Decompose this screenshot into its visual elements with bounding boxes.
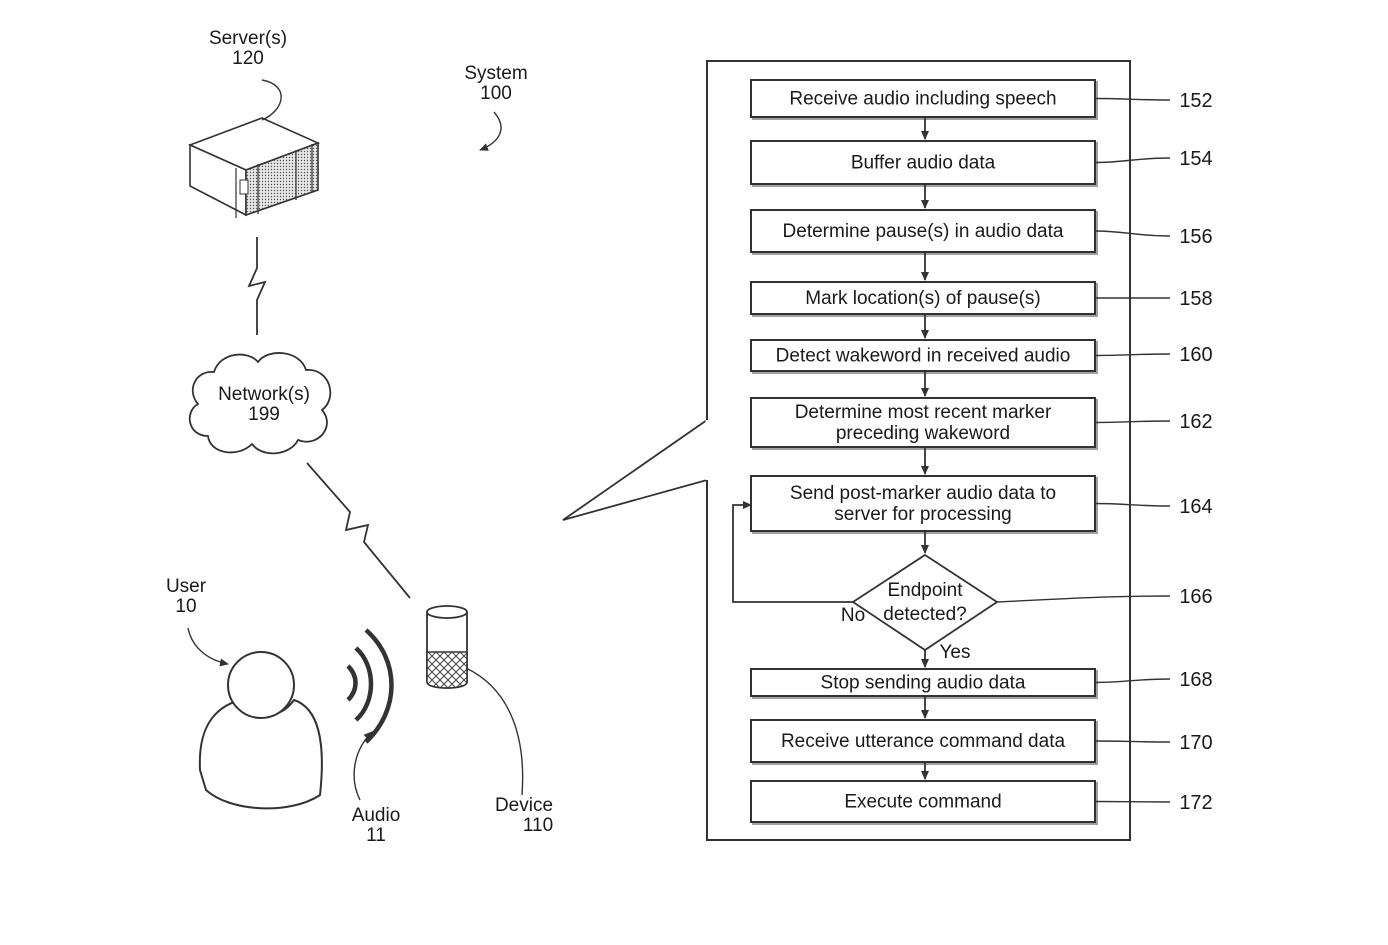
step-ref: 172	[1179, 792, 1212, 814]
ref-leader	[1094, 800, 1171, 803]
step-ref: 156	[1179, 226, 1212, 248]
step-160: Detect wakeword in received audio 160	[750, 339, 1213, 372]
device-icon	[426, 605, 468, 689]
decision-ref: 166	[1179, 586, 1212, 608]
audio-ref: 11	[366, 825, 386, 846]
audio-label: Audio	[352, 805, 401, 826]
step-168: Stop sending audio data 168	[750, 668, 1213, 697]
user-label: User	[166, 576, 207, 597]
decision-text-line1: Endpoint	[887, 580, 963, 601]
step-text: Stop sending audio data	[821, 673, 1026, 694]
step-ref: 160	[1179, 344, 1212, 366]
server-leader-line	[261, 79, 282, 121]
device-leader-line	[465, 667, 524, 796]
callout-wedge	[562, 419, 708, 521]
step-ref: 154	[1179, 148, 1212, 170]
decision-yes-label: Yes	[940, 642, 971, 663]
audio-pointer	[353, 731, 373, 801]
server-label: Server(s)	[209, 28, 287, 49]
ref-leader	[1094, 678, 1171, 684]
ref-leader	[1094, 97, 1171, 101]
ref-leader	[1094, 420, 1171, 424]
step-text: Mark location(s) of pause(s)	[805, 288, 1040, 309]
step-box	[750, 397, 1096, 448]
step-152: Receive audio including speech 152	[750, 79, 1213, 118]
ref-leader	[1094, 740, 1171, 743]
decision-ref-leader	[996, 595, 1171, 603]
step-154: Buffer audio data 154	[750, 140, 1213, 185]
step-text: server for processing	[834, 504, 1011, 525]
step-ref: 162	[1179, 411, 1212, 433]
user-ref: 10	[175, 596, 196, 617]
network-label: Network(s)	[218, 384, 310, 405]
step-text: Execute command	[844, 792, 1001, 813]
network-device-link	[306, 462, 411, 599]
user-pointer	[187, 627, 229, 667]
step-text: Receive utterance command data	[781, 731, 1066, 752]
server-network-link	[247, 237, 267, 335]
step-text: preceding wakeword	[836, 423, 1010, 444]
decision-no-label: No	[841, 605, 865, 626]
step-text: Buffer audio data	[851, 153, 996, 174]
step-172: Execute command 172	[750, 780, 1213, 823]
step-ref: 168	[1179, 669, 1212, 691]
step-ref: 170	[1179, 732, 1212, 754]
decision-text-line2: detected?	[883, 604, 966, 625]
step-box	[750, 780, 1096, 823]
server-icon	[187, 117, 321, 218]
step-170: Receive utterance command data 170	[750, 719, 1213, 763]
system-ref: 100	[480, 83, 512, 104]
ref-leader	[1094, 230, 1171, 237]
ref-leader	[1094, 502, 1171, 507]
step-text: Determine most recent marker	[795, 402, 1052, 423]
step-box	[750, 281, 1096, 315]
step-text: Send post-marker audio data to	[790, 483, 1056, 504]
audio-waves-icon	[346, 628, 394, 744]
ref-leader	[1094, 157, 1171, 164]
step-box	[750, 339, 1096, 372]
step-text: Detect wakeword in received audio	[776, 346, 1071, 367]
device-label: Device	[495, 795, 553, 816]
step-ref: 164	[1179, 496, 1212, 518]
step-ref: 158	[1179, 288, 1212, 310]
user-icon	[198, 651, 323, 810]
step-156: Determine pause(s) in audio data 156	[750, 209, 1213, 253]
server-ref: 120	[232, 48, 264, 69]
decision-endpoint-detected: Endpoint detected?	[851, 553, 999, 652]
step-text: Receive audio including speech	[789, 89, 1056, 110]
flowchart: Receive audio including speech 152Buffer …	[750, 79, 1213, 823]
step-box	[750, 79, 1096, 118]
device-ref: 110	[523, 815, 553, 836]
loop-back-arrow	[732, 501, 853, 603]
system-label: System	[464, 63, 527, 84]
step-box	[750, 719, 1096, 763]
step-box	[750, 140, 1096, 185]
system-pointer	[479, 111, 502, 151]
cloud-icon	[188, 352, 332, 455]
step-ref: 152	[1179, 90, 1212, 112]
step-158: Mark location(s) of pause(s) 158	[750, 281, 1213, 315]
ref-leader	[1094, 353, 1171, 357]
network-ref: 199	[248, 404, 280, 425]
step-text: Determine pause(s) in audio data	[783, 221, 1064, 242]
